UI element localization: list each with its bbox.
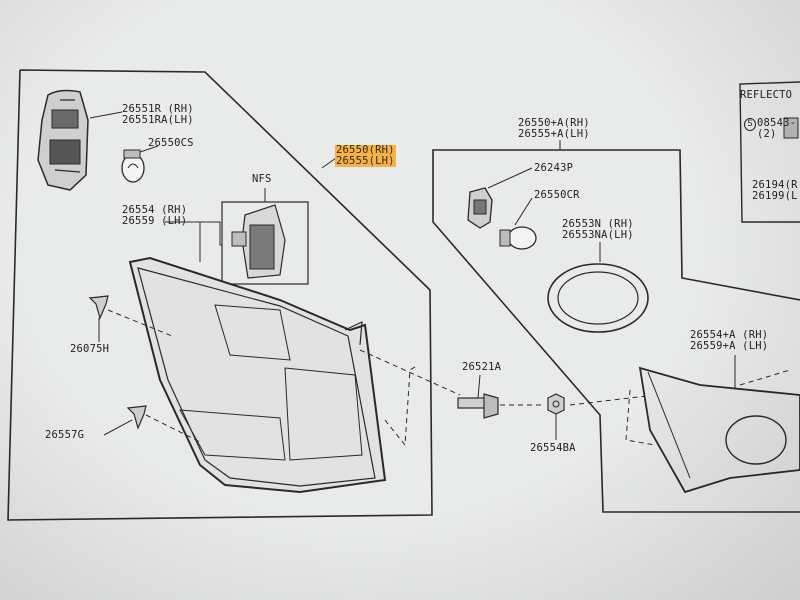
assembly-dashed-lines <box>107 309 791 447</box>
bolt-26521a <box>457 393 499 419</box>
label-26550a: 26550+A(RH) 26555+A(LH) <box>518 117 590 140</box>
label-26521a: 26521A <box>462 361 502 373</box>
bulb-26550cs <box>121 149 145 183</box>
label-26553n: 26553N (RH) 26553NA(LH) <box>562 218 634 241</box>
label-26550cr: 26550CR <box>534 189 580 201</box>
reflector-frame <box>739 81 800 223</box>
tail-lamp-housing <box>128 256 387 494</box>
tail-lamp-inner <box>638 366 800 494</box>
bulb-26550cr <box>499 226 537 250</box>
label-08543: 08543- (2) <box>757 117 797 140</box>
label-reflector: REFLECTO <box>740 89 793 101</box>
circled-s-icon: S <box>744 118 756 131</box>
nut-26554ba <box>547 393 565 415</box>
label-26554: 26554 (RH) 26559 (LH) <box>122 204 188 227</box>
bulb-socket-26551r <box>37 89 89 191</box>
label-26243p: 26243P <box>534 162 574 174</box>
left-assembly-frame <box>7 69 433 521</box>
circuit-board <box>231 204 286 279</box>
clip-26075h <box>88 295 109 320</box>
label-26554ba: 26554BA <box>530 442 576 454</box>
label-26551r: 26551R (RH) 26551RA(LH) <box>122 103 194 126</box>
label-26554a: 26554+A (RH) 26559+A (LH) <box>690 329 769 352</box>
gasket-26553n <box>547 263 649 333</box>
right-assembly-frame <box>432 149 800 513</box>
label-26194: 26194(R 26199(L <box>752 179 798 202</box>
label-nfs: NFS <box>252 173 272 185</box>
socket-26243p <box>467 187 493 229</box>
clip-26557g <box>126 405 147 430</box>
label-26075h: 26075H <box>70 343 110 355</box>
label-26557g: 26557G <box>45 429 85 441</box>
label-26550-highlighted: 26550(RH) 26555(LH) <box>335 144 396 167</box>
label-26550cs: 26550CS <box>148 137 194 149</box>
